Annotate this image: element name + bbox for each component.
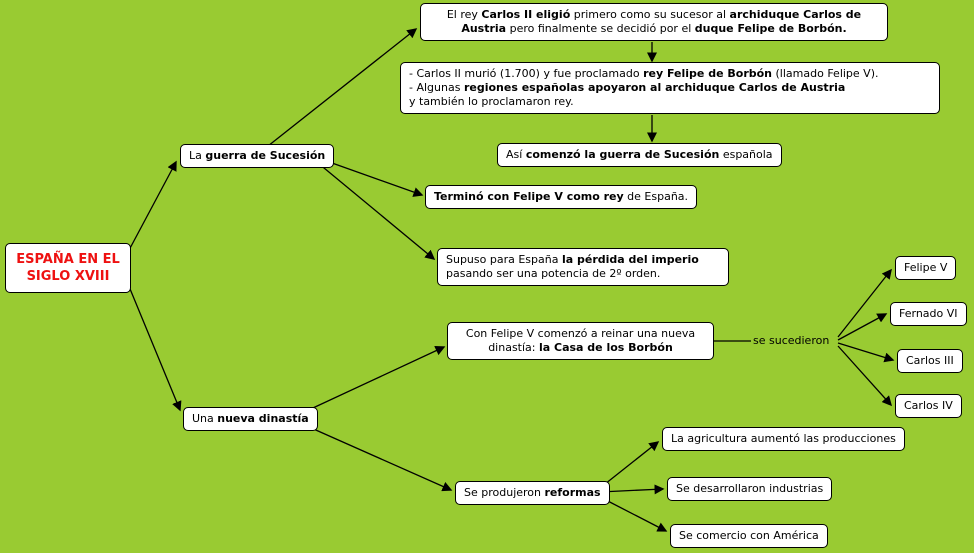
node-comenzo-guerra: Así comenzó la guerra de Sucesión españo… [497,143,782,167]
arrow-sucedieron-to-carlos-iii [837,342,895,363]
arrow-dinastia-to-borbon [299,346,446,415]
arrow-dinastia-to-reformas [299,422,453,492]
arrow-reformas-to-comercio [599,496,668,532]
node-industrias: Se desarrollaron industrias [667,477,833,501]
node-fernado-vi: Fernado VI [890,302,967,326]
node-perdida-imperio: Supuso para España la pérdida del imperi… [437,248,729,286]
node-casa-de-borbon: Con Felipe V comenzó a reinar una nueva … [447,322,714,360]
arrow-root-to-dinastia [127,283,182,412]
node-muerte-carlos-ii: - Carlos II murió (1.700) y fue proclama… [400,62,940,114]
node-carlos-iv: Carlos IV [895,394,962,418]
node-guerra-de-sucesion: La guerra de Sucesión [180,144,335,168]
node-nueva-dinastia: Una nueva dinastía [183,407,318,431]
node-espana-siglo-xviii: ESPAÑA EN EL SIGLO XVIII [5,243,131,293]
arrow-reformas-to-agricultura [599,441,660,489]
label-se-sucedieron: se sucedieron [753,334,830,347]
node-agricultura: La agricultura aumentó las producciones [662,427,905,451]
arrow-sucedieron-to-felipe-v [837,268,892,338]
arrow-sucedieron-to-fernado-vi [837,313,888,341]
arrow-sucedieron-to-carlos-iv [837,345,893,407]
arrow-guerra-to-eleccion [267,28,418,147]
node-comercio-america: Se comercio con América [670,524,828,548]
node-felipe-v: Felipe V [895,256,957,280]
node-termino-felipe-v-rey: Terminó con Felipe V como rey de España. [425,185,698,209]
node-reformas: Se produjeron reformas [455,481,610,505]
arrow-guerra-to-perdida [317,162,436,260]
node-carlos-iii: Carlos III [897,349,963,373]
node-eleccion-sucesor: El rey Carlos II eligió primero como su … [420,3,888,41]
arrow-root-to-guerra [127,160,177,253]
